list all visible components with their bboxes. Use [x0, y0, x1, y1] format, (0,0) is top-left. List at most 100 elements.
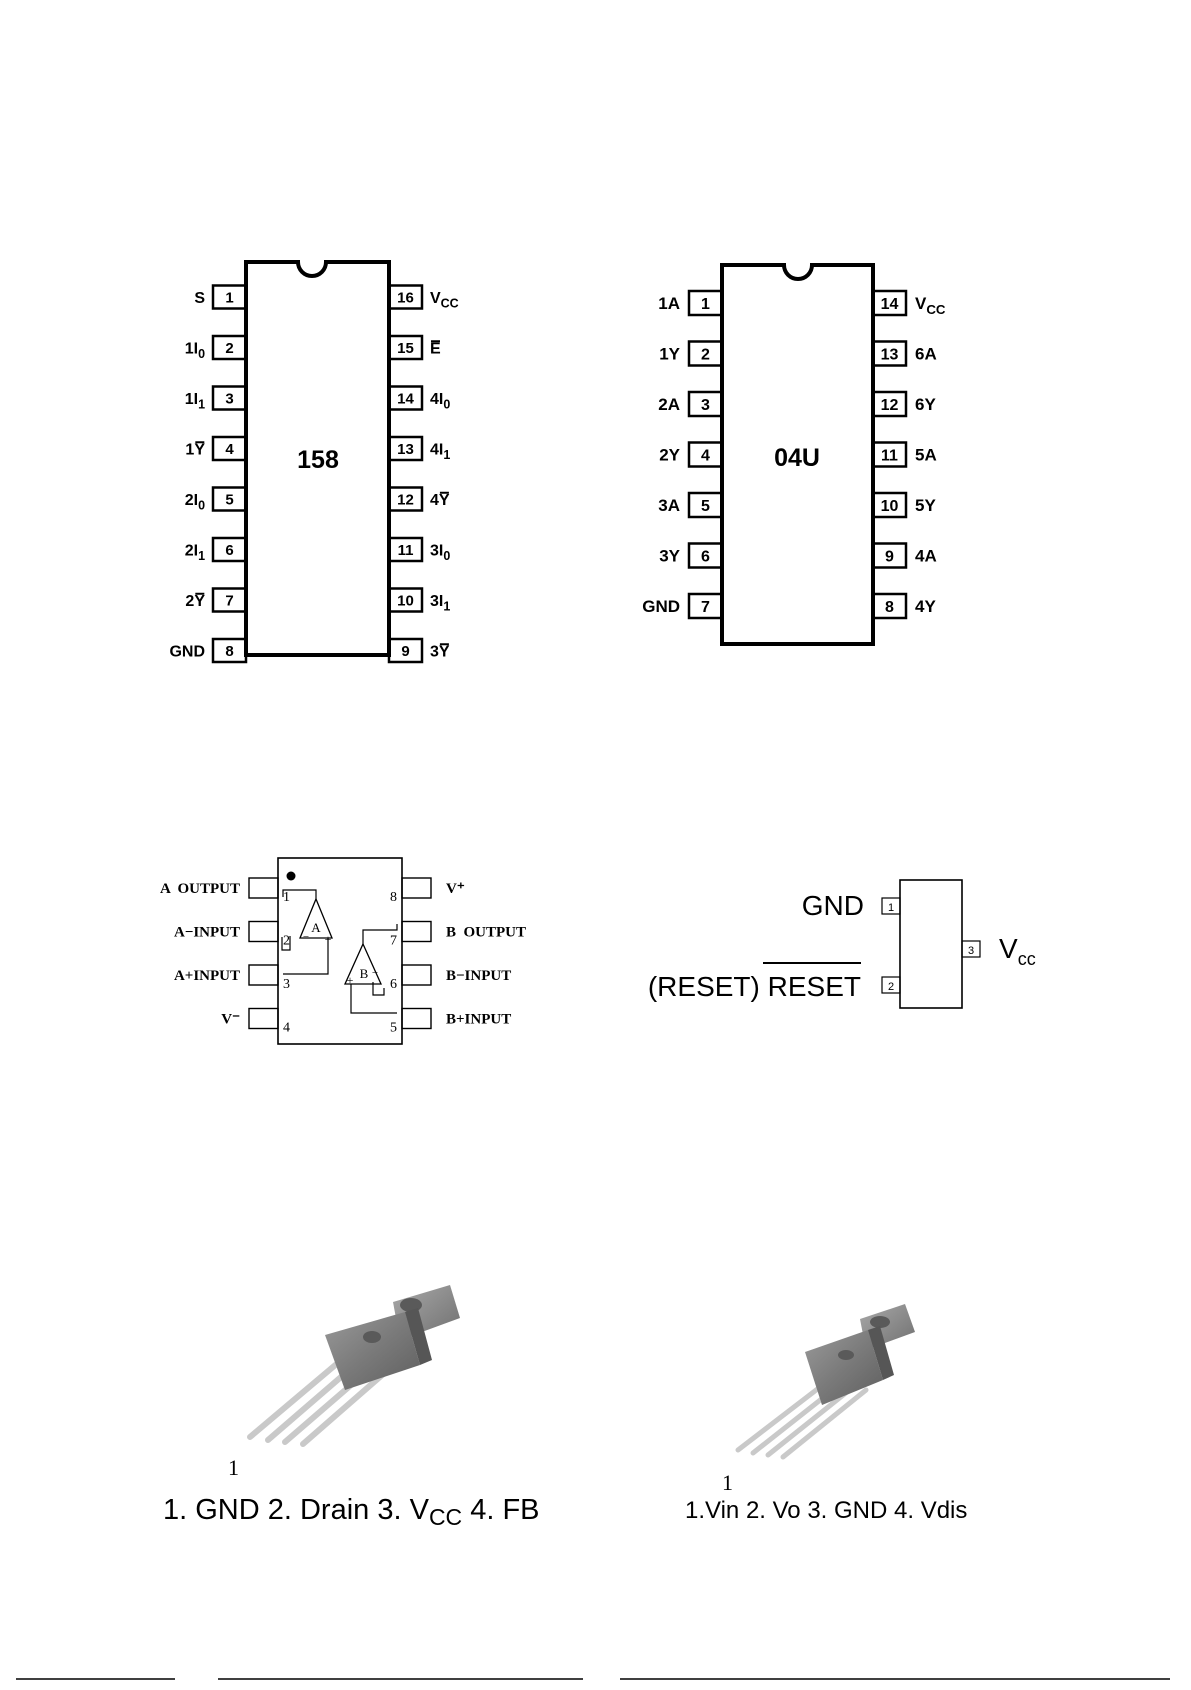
chip-158-pin-number: 16	[397, 289, 414, 306]
chip-158-pin-4: 4 1Y	[185, 435, 248, 462]
chip-158-pin-number: 15	[397, 340, 414, 357]
chip-158-pin-label: 2I0	[185, 492, 205, 513]
chip-158-pin-number: 4	[225, 441, 234, 458]
chip-158-pin-1: 1S	[194, 284, 248, 310]
chip-158-pin-label: 4Y	[430, 492, 450, 509]
chip-158-pin-box	[387, 334, 424, 361]
chip-158-pin-label: 3Y	[430, 643, 450, 660]
chip-158-pin-number: 2	[225, 340, 233, 357]
chip-04u-pin-number: 4	[701, 447, 710, 464]
chip-158-pin-number: 8	[225, 643, 233, 660]
reset-ic-body	[899, 879, 963, 1009]
chip-04u-pin-label: 5Y	[915, 496, 936, 515]
chip-04u-pin-box	[687, 542, 724, 569]
pin1-dot	[286, 871, 296, 881]
opamp-pin-7: 7B OUTPUT	[390, 920, 526, 949]
chip-04u-pin-box	[871, 390, 908, 418]
opamp-pin-label: V⁺	[446, 881, 465, 897]
chip-04u-pin-label: GND	[642, 597, 680, 616]
amplifier-b: B − +	[343, 924, 398, 1014]
reset-pin-2-label: (RESET) RESET	[648, 971, 861, 1002]
chip-158-pin-number: 3	[225, 390, 233, 407]
chip-04u-pin-label: 1A	[658, 294, 680, 313]
chip-158-pin-box	[387, 637, 424, 664]
chip-04u-pin-1: 11A	[658, 289, 724, 317]
chip-158-pin-box	[211, 385, 248, 411]
chip-04u-pin-box	[871, 542, 908, 569]
chip-04u-pin-label: 5A	[915, 446, 937, 465]
chip-04u-pin-box	[687, 390, 724, 418]
opamp-pin-number: 2	[283, 934, 290, 949]
chip-04u-pin-number: 5	[701, 498, 710, 515]
chip-04u-pin-box	[687, 491, 724, 519]
reset-pin-2-number: 2	[888, 981, 894, 993]
reset-pin-1-label: GND	[802, 890, 864, 921]
chip-04u-pin-label: 2A	[658, 395, 680, 414]
chip-158-pin-box	[387, 536, 424, 563]
opamp-pin-number: 8	[390, 890, 397, 905]
chip-158-pin-box	[211, 486, 248, 512]
chip-04u-pin-14: 14 VCC	[871, 289, 946, 317]
opamp-pin-label: A−INPUT	[174, 925, 240, 941]
opamp-pin-number: 4	[283, 1021, 290, 1036]
chip-04u-pin-box	[871, 491, 908, 519]
chip-158-pin-box	[387, 284, 424, 310]
opamp-pin-number: 7	[390, 934, 397, 949]
opamp-body	[277, 857, 403, 1045]
chip-158-pin-box	[211, 284, 248, 310]
opamp-pin-box	[248, 877, 279, 899]
package-right-body	[805, 1330, 883, 1405]
chip-158-pin-box	[387, 587, 424, 613]
chip-04u-pin-box	[871, 592, 908, 620]
opamp-pin-label: V⁻	[221, 1012, 240, 1028]
opamp-pin-box	[401, 1007, 432, 1030]
chip-158-pin-box	[387, 486, 424, 512]
chip-04u-pin-number: 11	[881, 447, 898, 464]
chip-04u-pin-label: VCC	[915, 294, 946, 317]
chip-158-pin-box	[211, 637, 248, 664]
reset-pin-1-number: 1	[888, 902, 894, 914]
package-left-hole	[400, 1298, 422, 1312]
chip-04u-pin-6: 63Y	[659, 542, 724, 569]
chip-04u-pin-2: 21Y	[659, 340, 724, 367]
chip-04u-pin-box	[687, 592, 724, 620]
amp-b-label: B	[360, 966, 369, 981]
chip-158-pin-label: 2I1	[185, 542, 205, 563]
chip-158-pin-box	[387, 385, 424, 411]
chip-04u-pin-box	[687, 340, 724, 367]
opamp-pin-label: B−INPUT	[446, 968, 511, 984]
chip-04u-pin-number: 14	[881, 296, 899, 313]
package-left: 1 1. GND 2. Drain 3. VCC 4. FB	[163, 1285, 540, 1530]
opamp-pin-1: 1A OUTPUT	[160, 877, 290, 905]
opamp-pin-6: 6B−INPUT	[390, 964, 511, 992]
reset-pin-3	[961, 940, 981, 958]
opamp-pin-box	[248, 1007, 279, 1030]
reset-pin-3-label: Vcc	[999, 933, 1036, 969]
chip-158-body	[244, 260, 391, 657]
chip-04u-pin-5: 53A	[658, 491, 724, 519]
chip-04u-pin-label: 2Y	[659, 446, 680, 465]
chip-04u-pin-number: 9	[885, 548, 894, 565]
chip-04u-pin-11: 11 5A	[871, 441, 937, 468]
opamp-pin-8: 8 V⁺	[390, 877, 465, 905]
package-right-caption: 1.Vin 2. Vo 3. GND 4. Vdis	[685, 1497, 967, 1524]
chip-158-pin-label: 1Y	[185, 441, 205, 458]
amp-b-minus: −	[372, 967, 378, 979]
package-right-hole	[870, 1316, 890, 1328]
opamp-pin-box	[401, 964, 432, 986]
